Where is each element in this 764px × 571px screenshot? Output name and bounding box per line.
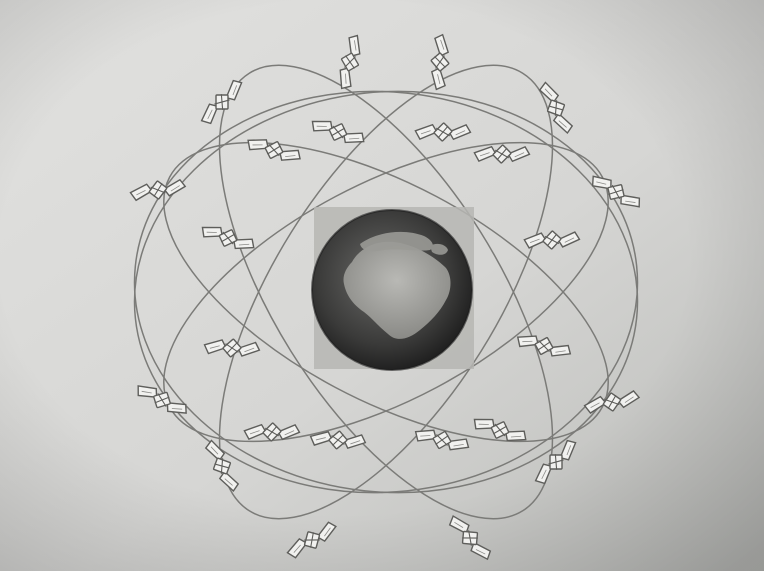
earth xyxy=(312,207,474,370)
